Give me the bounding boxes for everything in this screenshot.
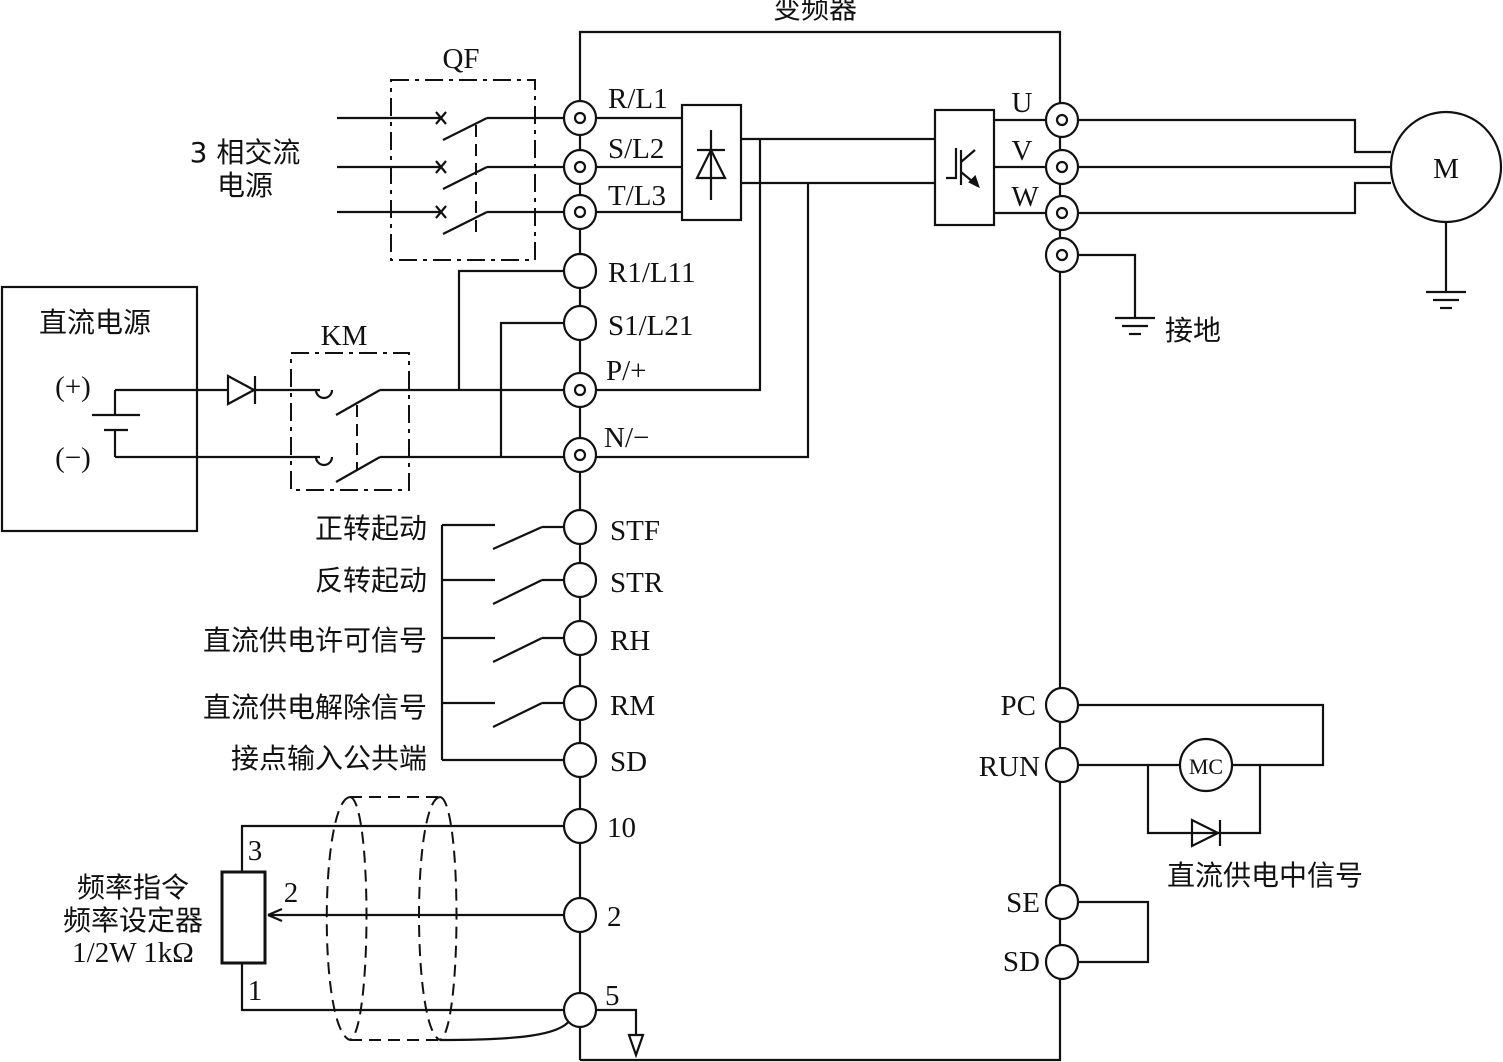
relay-circuit xyxy=(1078,703,1325,964)
label-u: U xyxy=(1012,87,1033,119)
stf-function-label: 正转起动 xyxy=(315,512,427,545)
dc-source-title: 直流电源 xyxy=(39,306,151,339)
terminal-run xyxy=(1044,746,1080,784)
dc-plus-label: (+) xyxy=(55,371,91,403)
label-sd: SD xyxy=(610,746,647,778)
terminal-w xyxy=(1044,194,1080,232)
label-str: STR xyxy=(610,567,664,599)
label-run: RUN xyxy=(979,751,1040,783)
pot-pin-1: 1 xyxy=(248,975,263,1007)
str-function-label: 反转起动 xyxy=(315,564,427,597)
potentiometer xyxy=(220,824,564,1012)
terminal-p xyxy=(562,371,598,409)
motor-label: M xyxy=(1433,153,1459,185)
motor: M xyxy=(1389,110,1503,224)
inverter-title: 变频器 xyxy=(773,0,857,25)
label-10: 10 xyxy=(607,812,636,844)
terminal-5 xyxy=(562,991,598,1029)
dc-source xyxy=(0,285,199,533)
breaker-qf xyxy=(337,79,564,261)
label-rm: RM xyxy=(610,690,655,722)
cable-shield xyxy=(325,796,571,1042)
label-w: W xyxy=(1011,181,1039,213)
terminal-tl3 xyxy=(562,193,598,231)
terminal-stf xyxy=(562,508,598,546)
terminal-v xyxy=(1044,148,1080,186)
terminal-rm xyxy=(562,684,598,722)
terminal-sd xyxy=(562,741,598,779)
motor-wiring xyxy=(1078,118,1466,310)
terminal-se xyxy=(1044,883,1080,921)
ac-source-label-2: 电源 xyxy=(217,169,273,202)
label-pc: PC xyxy=(1001,690,1036,722)
terminal-ground xyxy=(1044,236,1080,274)
terminal-sl2 xyxy=(562,148,598,186)
terminal-u xyxy=(1044,101,1080,139)
label-s1l21: S1/L21 xyxy=(608,310,693,342)
relay-label: MC xyxy=(1189,754,1223,779)
pot-label-3: 1/2W 1kΩ xyxy=(72,937,194,969)
label-sl2: S/L2 xyxy=(608,133,664,165)
igbt-inverter-block xyxy=(933,108,1046,227)
ground-icon xyxy=(1078,253,1155,336)
pot-pin-3: 3 xyxy=(248,835,263,867)
dc-diode xyxy=(115,374,257,406)
relay-signal-label: 直流供电中信号 xyxy=(1167,859,1363,892)
pot-label-1: 频率指令 xyxy=(77,871,189,904)
label-p: P/+ xyxy=(606,355,647,387)
label-r1l11: R1/L11 xyxy=(608,257,696,289)
terminal-s1l21 xyxy=(562,304,598,342)
terminal-rl1 xyxy=(562,99,598,137)
dc-minus-label: (−) xyxy=(55,442,91,474)
label-sd-out: SD xyxy=(1003,946,1040,978)
terminal-pc xyxy=(1044,686,1080,724)
left-terminal-circles xyxy=(562,99,598,1029)
rm-function-label: 直流供电解除信号 xyxy=(203,691,427,724)
terminal-str xyxy=(562,561,598,599)
label-rl1: R/L1 xyxy=(608,83,668,115)
terminal-n xyxy=(562,436,598,474)
right-terminal-circles xyxy=(1044,101,1080,981)
ground-label: 接地 xyxy=(1165,314,1221,347)
signal-ground-icon xyxy=(596,1008,645,1059)
terminal-2 xyxy=(562,896,598,934)
contactor-km xyxy=(115,269,564,491)
label-tl3: T/L3 xyxy=(608,180,666,212)
terminal-sd-out xyxy=(1044,943,1080,981)
label-5: 5 xyxy=(605,980,620,1012)
label-2: 2 xyxy=(607,901,622,933)
pot-pin-2: 2 xyxy=(284,877,299,909)
sd-function-label: 接点输入公共端 xyxy=(231,742,427,775)
terminal-10 xyxy=(562,807,598,845)
label-v: V xyxy=(1012,135,1033,167)
terminal-rh xyxy=(562,619,598,657)
terminal-r1l11 xyxy=(562,252,598,290)
ac-source-label-1: 3 相交流 xyxy=(190,136,301,169)
label-stf: STF xyxy=(610,515,660,547)
rectifier-block xyxy=(596,103,935,459)
label-rh: RH xyxy=(610,625,650,657)
breaker-label: QF xyxy=(442,43,479,75)
rh-function-label: 直流供电许可信号 xyxy=(203,624,427,657)
label-se: SE xyxy=(1006,887,1040,919)
label-n: N/− xyxy=(604,422,649,454)
pot-label-2: 频率设定器 xyxy=(63,904,203,937)
contactor-label: KM xyxy=(321,320,368,352)
relay-coil-mc: MC xyxy=(1178,737,1234,793)
control-switches xyxy=(440,523,564,762)
